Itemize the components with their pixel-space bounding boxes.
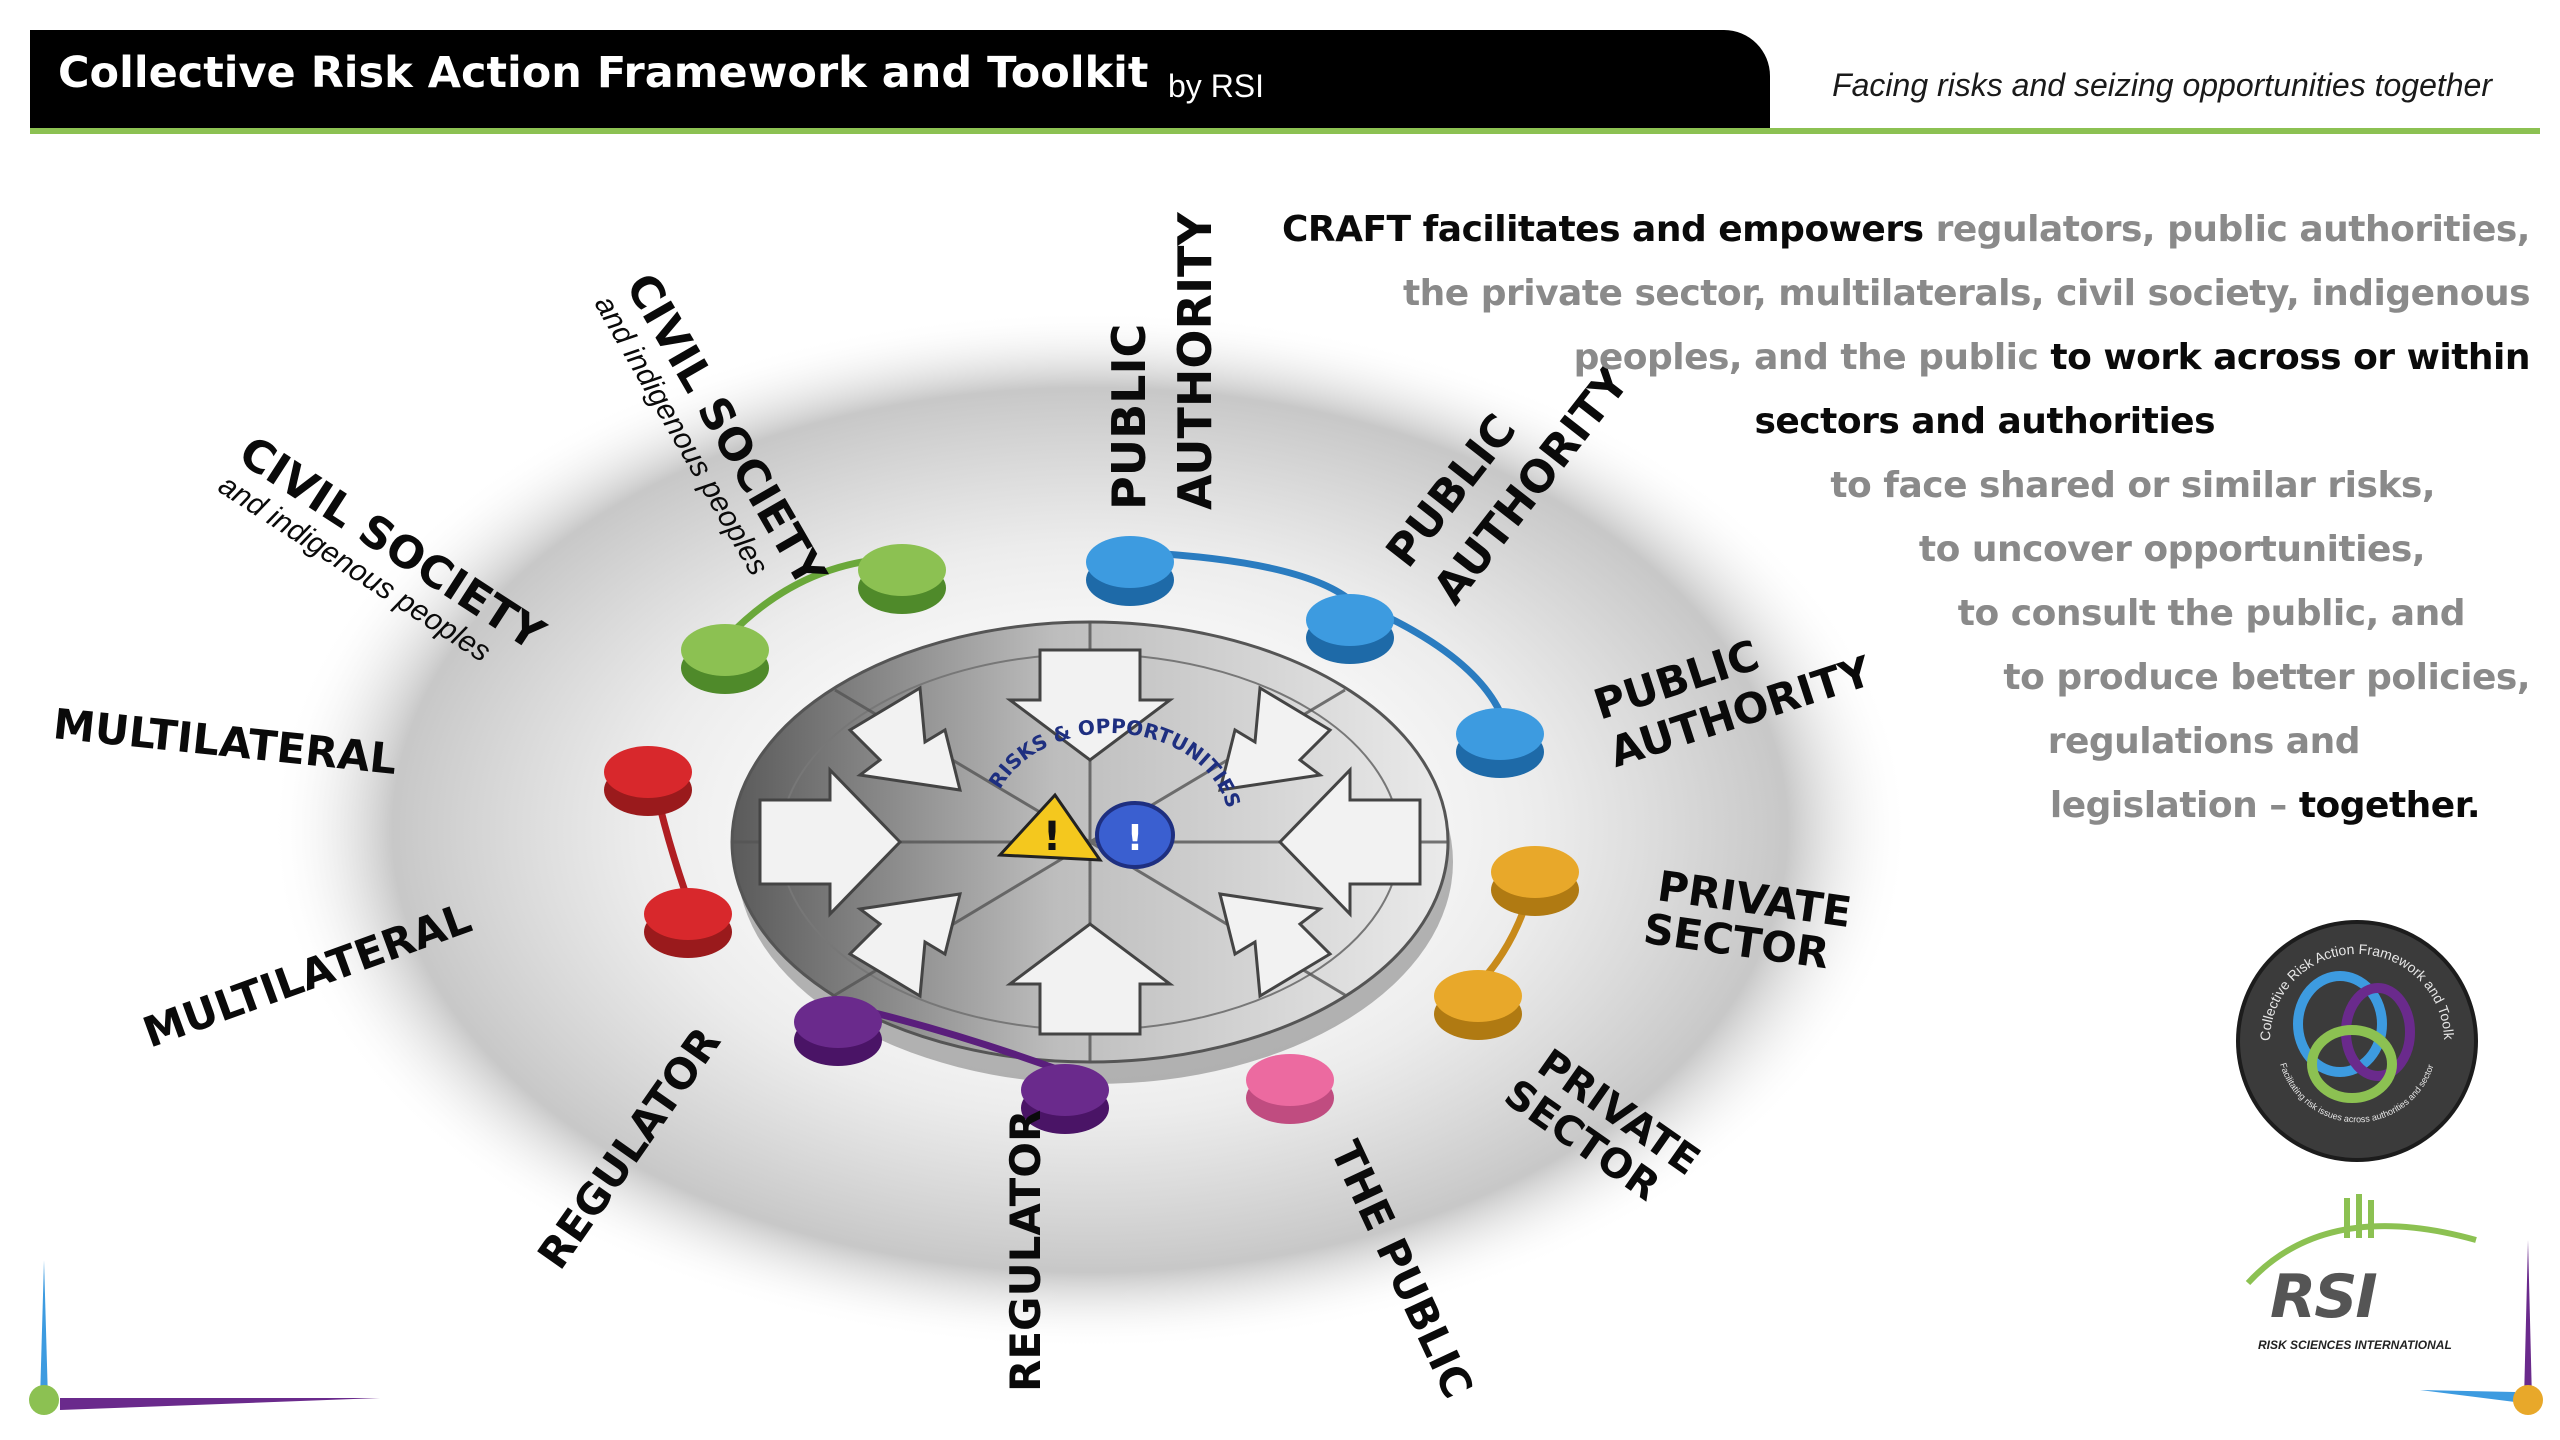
pink-puck	[1246, 1054, 1334, 1124]
yellow-connector	[1434, 846, 1579, 1040]
label-public-authority-top: PUBLIC AUTHORITY	[1102, 212, 1222, 510]
desc-line: sectors and authorities	[1754, 401, 2215, 442]
desc-line: peoples, and the public to work across o…	[1573, 337, 2531, 378]
desc-line: to uncover opportunities,	[1918, 529, 2426, 570]
corner-accent-left	[29, 1260, 380, 1415]
svg-text:!: !	[1043, 814, 1061, 860]
corner-accent-right	[2420, 1240, 2543, 1415]
rsi-subtitle: RISK SCIENCES INTERNATIONAL	[2258, 1338, 2452, 1352]
craft-description: CRAFT facilitates and empowers regulator…	[1230, 198, 2531, 838]
header-bar	[30, 30, 1770, 130]
hub-disc	[730, 620, 1453, 1084]
purple-connector	[794, 996, 1109, 1134]
page-byline: by RSI	[1168, 68, 1265, 104]
label-regulator-bottom: REGULATOR	[1001, 1110, 1050, 1392]
page-title: Collective Risk Action Framework and Too…	[58, 48, 1149, 98]
desc-line: the private sector, multilaterals, civil…	[1402, 273, 2531, 314]
svg-text:PUBLIC: PUBLIC	[1102, 324, 1156, 510]
svg-text:REGULATOR: REGULATOR	[1001, 1110, 1050, 1392]
rsi-swoosh-icon	[2245, 1194, 2477, 1286]
desc-line: to consult the public, and	[1957, 593, 2466, 634]
svg-text:!: !	[1127, 818, 1143, 859]
tagline: Facing risks and seizing opportunities t…	[1832, 67, 2492, 103]
info-exclamation-icon: !	[1095, 801, 1175, 869]
desc-line: to face shared or similar risks,	[1830, 465, 2435, 506]
green-connector	[681, 544, 946, 694]
header-divider	[30, 128, 2540, 134]
desc-line: CRAFT facilitates and empowers regulator…	[1281, 209, 2531, 250]
desc-line: to produce better policies,	[2003, 657, 2530, 698]
blue-connector	[1086, 536, 1544, 778]
craft-rings-icon: Collective Risk Action Framework and Too…	[2238, 911, 2457, 1124]
craft-badge-logo: Collective Risk Action Framework and Too…	[2236, 911, 2478, 1162]
rsi-wordmark: RSI	[2270, 1262, 2378, 1332]
svg-text:AUTHORITY: AUTHORITY	[1168, 212, 1222, 510]
red-connector	[604, 746, 732, 958]
warning-icon: !	[996, 792, 1103, 862]
desc-line: legislation – together.	[2049, 785, 2481, 826]
desc-line: regulations and	[2047, 721, 2361, 762]
